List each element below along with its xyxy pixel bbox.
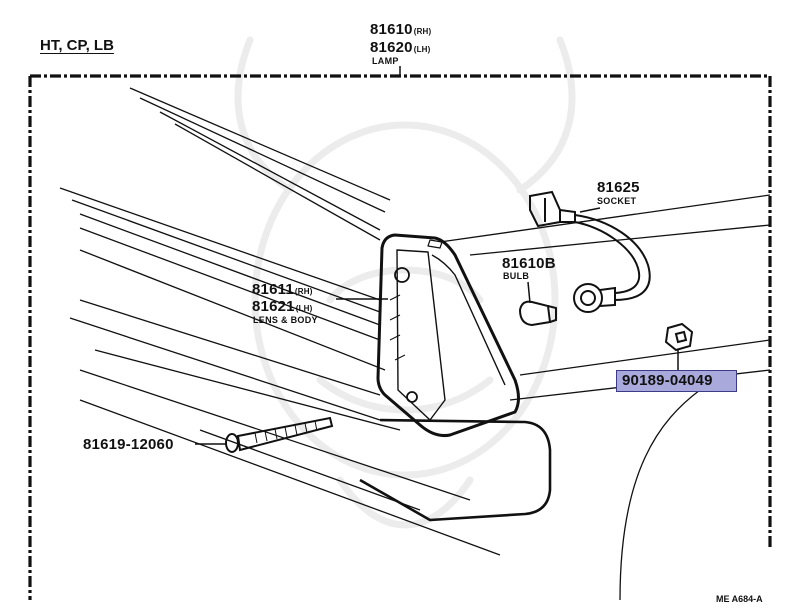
bulb-name: BULB: [503, 271, 530, 281]
nut-part-number[interactable]: 90189-04049: [622, 372, 713, 389]
model-label: HT, CP, LB: [40, 37, 114, 54]
lamp-part-number-rh: 81610(RH): [370, 22, 431, 37]
lens-body-lh-number: 81621: [252, 298, 295, 315]
lens-body-rh-suffix: (RH): [294, 287, 313, 296]
lamp-lh-suffix: (LH): [413, 45, 431, 54]
bulb-part-number: 81610B: [502, 255, 556, 272]
socket-drawing: [529, 190, 651, 313]
lens-body-name: LENS & BODY: [253, 315, 318, 325]
vehicle-body-lines: [59, 87, 771, 601]
lamp-part-number-lh: 81620(LH): [370, 40, 431, 55]
socket-part-number: 81625: [597, 179, 640, 196]
lamp-lh-number: 81620: [370, 39, 413, 56]
bulb-leader: [527, 281, 531, 304]
nut-part-highlight[interactable]: [616, 370, 737, 392]
lens-body-drawing: [376, 233, 520, 437]
screw-drawing: [225, 416, 334, 453]
socket-leader: [579, 207, 601, 213]
lens-body-lh-suffix: (LH): [295, 304, 313, 313]
assembly-boundary: [28, 74, 772, 600]
lens-body-part-number-rh: 81611(RH): [252, 282, 313, 297]
lamp-name: LAMP: [372, 56, 399, 66]
lamp-rh-suffix: (RH): [413, 27, 432, 36]
bumper: [359, 418, 552, 522]
nut-drawing: [664, 322, 694, 352]
lens-body-rh-number: 81611: [252, 281, 294, 298]
watermark-emblem: [234, 36, 576, 529]
lamp-rh-number: 81610: [370, 21, 413, 38]
screw-part-number: 81619-12060: [83, 436, 174, 453]
socket-name: SOCKET: [597, 196, 637, 206]
lens-body-part-number-lh: 81621(LH): [252, 299, 313, 314]
diagram-code: ME A684-A: [716, 594, 763, 604]
bulb-drawing: [518, 300, 557, 327]
